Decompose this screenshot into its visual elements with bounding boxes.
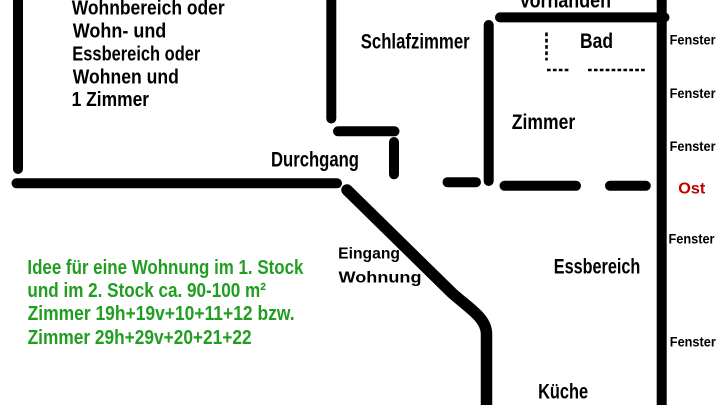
svg-text:Fenster: Fenster: [670, 334, 716, 350]
svg-text:Vorhanden: Vorhanden: [519, 0, 611, 13]
svg-text:und im 2. Stock ca. 90-100 m²: und im 2. Stock ca. 90-100 m²: [27, 280, 266, 302]
svg-text:Wohn- und: Wohn- und: [73, 21, 167, 43]
svg-text:Fenster: Fenster: [669, 231, 715, 247]
svg-text:Zimmer 19h+19v+10+11+12 bzw.: Zimmer 19h+19v+10+11+12 bzw.: [28, 303, 295, 325]
svg-text:Küche: Küche: [538, 381, 588, 404]
svg-text:Eingang: Eingang: [338, 245, 400, 262]
svg-text:Durchgang: Durchgang: [271, 147, 359, 171]
svg-text:Fenster: Fenster: [670, 31, 716, 47]
svg-text:Zimmer 29h+29v+20+21+22: Zimmer 29h+29v+20+21+22: [28, 327, 252, 349]
svg-text:Idee für eine Wohnung im 1. St: Idee für eine Wohnung im 1. Stock: [27, 257, 304, 279]
svg-text:Ost: Ost: [678, 180, 705, 197]
svg-text:Schlafzimmer: Schlafzimmer: [361, 31, 470, 54]
svg-text:Zimmer: Zimmer: [512, 111, 575, 134]
svg-text:Essbereich: Essbereich: [554, 256, 641, 279]
svg-text:Bad: Bad: [580, 30, 613, 53]
svg-text:1 Zimmer: 1 Zimmer: [72, 89, 150, 111]
svg-text:Essbereich oder: Essbereich oder: [72, 43, 200, 65]
svg-text:Fenster: Fenster: [670, 138, 716, 154]
svg-text:Wohnung: Wohnung: [339, 269, 422, 286]
svg-text:Wohnen und: Wohnen und: [73, 66, 179, 88]
svg-text:Fenster: Fenster: [670, 85, 716, 101]
svg-text:Wohnbereich oder: Wohnbereich oder: [72, 0, 225, 20]
